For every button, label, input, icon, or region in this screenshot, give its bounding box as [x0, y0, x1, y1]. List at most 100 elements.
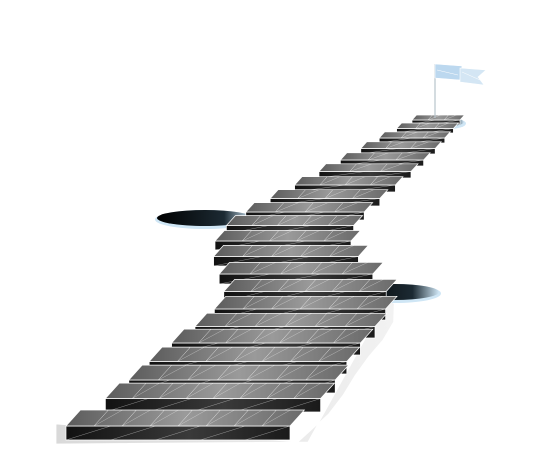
tread-wire — [341, 262, 368, 275]
tread-wire — [296, 230, 307, 242]
step-tread — [225, 215, 364, 226]
tread-wire — [250, 279, 276, 292]
tread-wire — [233, 409, 263, 427]
tread-wire — [276, 364, 305, 381]
tread-wire — [269, 230, 293, 242]
tread-wire — [323, 230, 347, 242]
tread-wire — [205, 409, 235, 427]
tread-wire — [427, 114, 433, 121]
tread-wire — [306, 329, 333, 344]
tread-wire — [198, 329, 225, 344]
tread-wire — [324, 189, 334, 199]
flag-wire — [436, 69, 459, 76]
tread-wire — [410, 141, 429, 149]
tread-wire — [93, 409, 123, 427]
tread-wire — [242, 245, 268, 257]
tread-wire — [225, 329, 239, 344]
tread-wire — [299, 296, 312, 310]
tread-wire — [261, 409, 277, 427]
tread-wire — [324, 189, 347, 199]
step-tread — [218, 262, 384, 275]
tread-wire — [242, 245, 253, 257]
staircase-steps — [65, 114, 466, 441]
tread-wire — [177, 346, 205, 362]
tread-wire — [331, 279, 357, 292]
tread-wire — [352, 189, 361, 199]
tread-wire — [277, 279, 290, 292]
tread-wire — [319, 176, 340, 186]
tread-wire — [251, 215, 261, 226]
tread-wire — [187, 364, 202, 381]
tread-wire — [93, 409, 109, 427]
front-wire — [155, 425, 201, 441]
tread-wire — [279, 329, 293, 344]
tread-wire — [305, 364, 334, 381]
tread-wire — [297, 189, 306, 199]
tread-wire — [328, 296, 341, 310]
tread-wire — [349, 163, 373, 172]
tread-wire — [269, 230, 280, 242]
stair-step — [360, 141, 442, 155]
tread-wire — [233, 346, 247, 362]
front-wire — [213, 256, 262, 267]
tread-wire — [271, 296, 284, 310]
tread-wire — [367, 152, 375, 161]
tread-wire — [271, 245, 297, 257]
front-wire — [219, 273, 271, 285]
tread-wire — [246, 364, 275, 381]
front-wire — [65, 425, 111, 441]
tread-wire — [158, 364, 187, 381]
tread-wire — [370, 176, 378, 186]
tread-wire — [314, 313, 328, 327]
tread-wire — [205, 346, 219, 362]
tread-wire — [290, 346, 304, 362]
tread-wire — [304, 202, 314, 213]
tread-wire — [284, 313, 313, 327]
stair-step — [65, 409, 306, 441]
tread-wire — [186, 382, 214, 399]
tread-wire — [328, 215, 350, 226]
tread-wire — [400, 131, 407, 139]
tread-wire — [356, 296, 369, 310]
tread-wire — [314, 313, 343, 327]
tread-wire — [280, 262, 292, 275]
tread-wire — [302, 215, 312, 226]
tread-wire — [422, 131, 440, 139]
tread-wire — [300, 245, 311, 257]
tread-wire — [333, 329, 347, 344]
tread-wire — [187, 364, 217, 381]
tread-wire — [177, 346, 191, 362]
tread-wire — [159, 382, 187, 399]
tread-wire — [344, 176, 366, 186]
tread-wire — [177, 409, 207, 427]
tread-wire — [217, 364, 231, 381]
tread-wire — [242, 230, 266, 242]
step-tread — [214, 230, 362, 242]
tread-wire — [356, 296, 383, 310]
tread-wire — [311, 262, 338, 275]
tread-wire — [275, 202, 285, 213]
step-tread — [128, 364, 350, 381]
tread-wire — [415, 122, 421, 129]
tread-wire — [306, 329, 320, 344]
tread-wire — [415, 122, 431, 129]
tread-wire — [443, 114, 457, 121]
tread-wire — [380, 163, 403, 172]
tread-wire — [177, 409, 193, 427]
tread-wire — [359, 279, 384, 292]
tread-wire — [224, 313, 253, 327]
tread-wire — [395, 152, 417, 161]
stair-step — [378, 131, 452, 144]
tread-wire — [212, 382, 241, 399]
tread-wire — [370, 176, 391, 186]
tread-wire — [277, 215, 287, 226]
tread-wire — [185, 382, 201, 399]
stair-step — [411, 114, 466, 125]
flag-tail — [459, 67, 487, 86]
tread-wire — [212, 382, 228, 399]
tread-wire — [328, 296, 355, 310]
tread-wire — [331, 279, 344, 292]
tread-wire — [262, 346, 290, 362]
tread-wire — [279, 329, 306, 344]
tread-wire — [254, 313, 283, 327]
